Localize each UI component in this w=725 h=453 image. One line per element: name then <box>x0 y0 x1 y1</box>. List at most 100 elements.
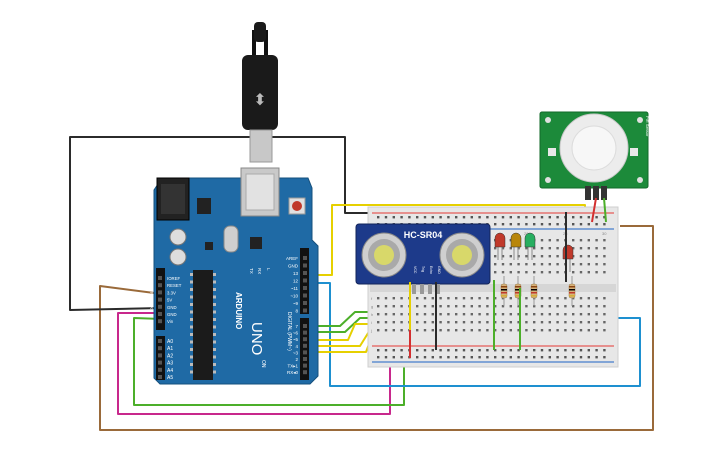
breadboard-hole <box>494 329 497 332</box>
resistor[interactable] <box>500 276 508 306</box>
rail-hole <box>400 356 403 359</box>
chip-pin <box>190 295 193 299</box>
digital-header-bottom[interactable] <box>300 318 309 380</box>
rail-hole <box>447 216 450 219</box>
arduino-uno-board[interactable]: ⬍ TX RX L ON ARDUINO UNO <box>149 22 319 385</box>
digital-pin[interactable] <box>303 337 307 342</box>
analog-header[interactable] <box>156 336 165 380</box>
digital-pin[interactable] <box>303 263 307 268</box>
power-pin[interactable] <box>158 290 162 295</box>
wire-green-pir[interactable] <box>603 197 607 223</box>
digital-pin-label: GND <box>288 264 299 269</box>
analog-pin[interactable] <box>158 346 162 351</box>
resistor[interactable] <box>568 276 576 306</box>
resistor-band <box>569 295 575 297</box>
analog-pin[interactable] <box>158 339 162 343</box>
breadboard-hole <box>525 313 528 316</box>
breadboard-hole <box>595 247 598 250</box>
breadboard-hole <box>478 321 481 324</box>
digital-header-title: DIGITAL (PWM~) <box>286 312 292 351</box>
breadboard-hole <box>431 305 434 308</box>
reset-button-cap[interactable] <box>292 201 302 211</box>
pir-sensor[interactable]: PIR Sensor <box>539 111 650 200</box>
breadboard-hole <box>595 321 598 324</box>
digital-pin[interactable] <box>303 256 307 260</box>
digital-pin[interactable] <box>303 278 307 283</box>
wire-red-pir[interactable] <box>591 197 597 223</box>
digital-pin[interactable] <box>303 271 307 275</box>
breadboard-hole <box>533 305 536 308</box>
digital-pin[interactable] <box>303 293 307 298</box>
power-pin-label: RESET <box>167 283 182 288</box>
breadboard-hole <box>564 297 567 300</box>
rail-hole <box>455 356 458 359</box>
row-label: i <box>371 320 372 325</box>
analog-pin[interactable] <box>158 360 162 365</box>
rail-hole <box>533 216 536 219</box>
rail-hole <box>517 216 520 219</box>
resistor-band <box>515 289 521 291</box>
breadboard-hole <box>603 313 606 316</box>
breadboard-hole <box>603 247 606 250</box>
rail-hole <box>579 216 583 219</box>
wire-green-loop[interactable] <box>133 317 405 406</box>
digital-pin[interactable] <box>303 301 307 305</box>
tx-led-label: TX <box>249 268 254 274</box>
digital-pin[interactable] <box>303 357 307 361</box>
ultrasonic-pin-label: VCC <box>413 266 417 274</box>
power-pin[interactable] <box>158 283 162 288</box>
breadboard-hole <box>455 297 458 300</box>
rail-hole <box>533 356 536 359</box>
resistor-band <box>501 289 507 291</box>
l-led-label: L <box>266 268 271 271</box>
breadboard-hole <box>564 321 567 324</box>
pir-hole-2 <box>545 177 551 183</box>
breadboard-hole <box>579 313 583 316</box>
power-pin[interactable] <box>158 297 162 302</box>
digital-pin[interactable] <box>303 330 307 335</box>
power-pin[interactable] <box>158 312 162 316</box>
digital-pin-label: 2 <box>295 357 298 362</box>
resistor[interactable] <box>514 276 522 306</box>
rail-hole <box>603 216 606 219</box>
digital-pin[interactable] <box>303 350 307 355</box>
pir-pin-2 <box>593 186 599 200</box>
led[interactable] <box>494 232 506 260</box>
rail-hole <box>447 356 450 359</box>
led[interactable] <box>524 232 536 260</box>
digital-pin[interactable] <box>303 286 307 290</box>
power-pin[interactable] <box>158 304 162 309</box>
digital-pin[interactable] <box>303 324 307 328</box>
power-pin[interactable] <box>158 319 162 324</box>
analog-pin[interactable] <box>158 367 162 372</box>
wire-brown-5v[interactable] <box>99 225 654 431</box>
analog-pin[interactable] <box>158 353 162 358</box>
breadboard-hole <box>494 271 497 274</box>
breadboard-hole <box>447 305 450 308</box>
led-body <box>562 244 574 260</box>
rail-hole <box>455 349 458 352</box>
chip-pin <box>190 340 193 344</box>
chip-pin <box>213 310 216 314</box>
led[interactable] <box>510 232 522 260</box>
analog-pin[interactable] <box>158 375 162 379</box>
power-pin[interactable] <box>158 276 162 280</box>
breadboard-hole <box>501 305 505 308</box>
resistor[interactable] <box>530 276 538 306</box>
breadboard-hole <box>548 263 551 266</box>
digital-pin[interactable] <box>303 308 307 313</box>
wire-black-gnd[interactable] <box>69 136 380 311</box>
digital-pin-label: AREF <box>286 256 298 261</box>
breadboard-hole <box>431 297 434 300</box>
rail-hole <box>478 349 481 352</box>
digital-pin[interactable] <box>303 370 307 375</box>
digital-pin[interactable] <box>303 363 307 368</box>
digital-pin[interactable] <box>303 343 307 348</box>
breadboard-hole <box>478 313 481 316</box>
breadboard-hole <box>431 321 434 324</box>
breadboard-hole <box>416 305 419 308</box>
rail-hole <box>556 216 559 219</box>
wire-blue-12[interactable] <box>300 282 641 387</box>
